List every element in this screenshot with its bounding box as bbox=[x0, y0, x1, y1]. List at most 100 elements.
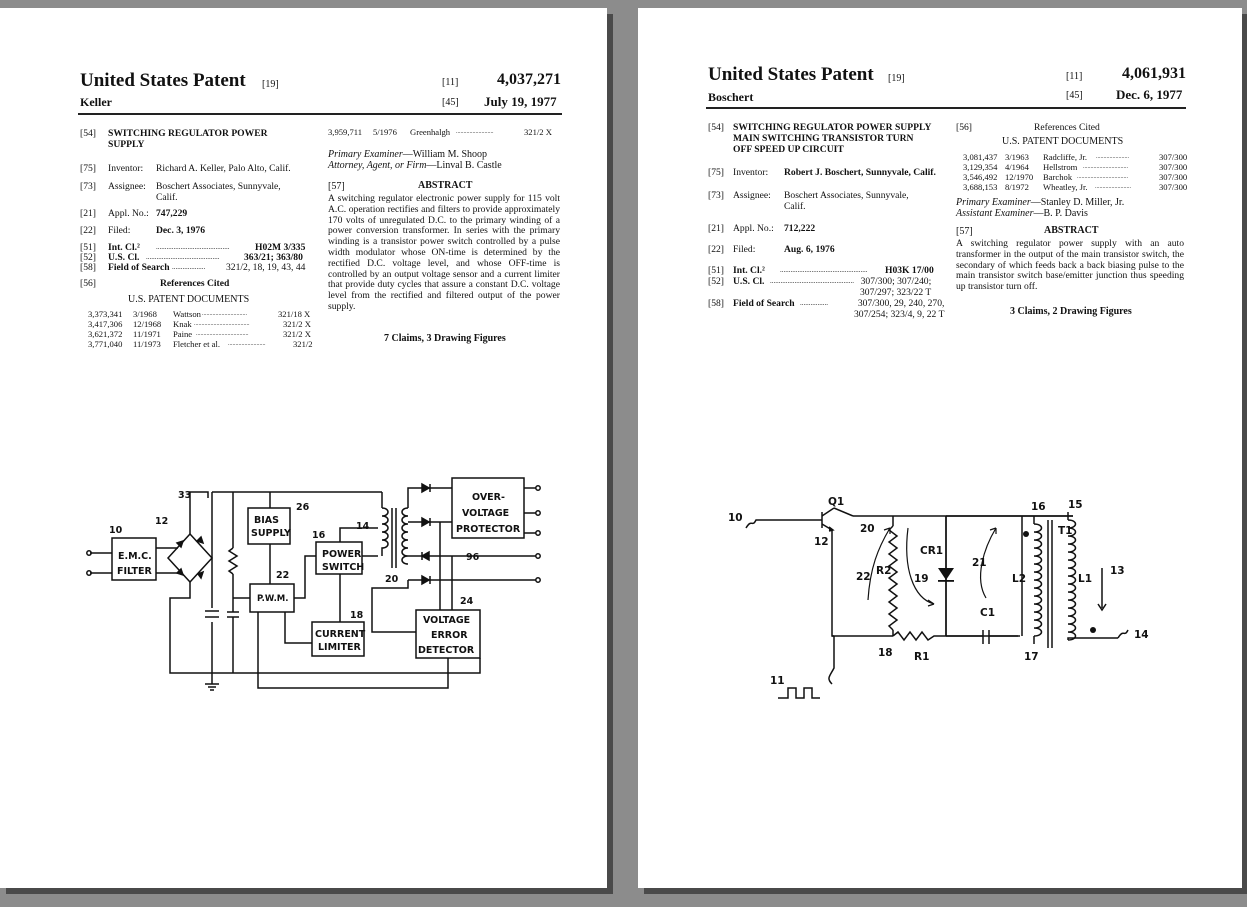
r2-label: R2 bbox=[876, 565, 891, 577]
appl-no-value: 712,222 bbox=[784, 223, 816, 234]
ref-class: 321/2 bbox=[293, 339, 313, 349]
patent-title: United States Patent bbox=[708, 64, 874, 85]
leader-dots: ...................... bbox=[1096, 154, 1129, 160]
bibliographic-fields: [54] SWITCHING REGULATOR POWER SUPPLY MA… bbox=[708, 122, 948, 262]
voltage-label: VOLTAGE bbox=[462, 508, 509, 519]
power-switch-box bbox=[315, 541, 363, 575]
field-tag: [52] bbox=[708, 276, 724, 287]
field-key: Assignee: bbox=[108, 181, 146, 192]
number-tag: [11] bbox=[1066, 71, 1083, 82]
primary-examiner: Primary Examiner—William M. Shoop bbox=[328, 149, 487, 160]
assistant-examiner: Assistant Examiner—B. P. Davis bbox=[956, 208, 1088, 219]
current-limiter-box bbox=[311, 621, 365, 657]
emc-label: FILTER bbox=[117, 566, 152, 577]
ref-date: 11/1973 bbox=[133, 339, 161, 349]
ref-number: 3,621,372 bbox=[88, 329, 123, 339]
inventor-short: Boschert bbox=[708, 90, 754, 104]
field-of-search-value: 321/2, 18, 19, 43, 44 bbox=[226, 262, 306, 273]
assignee-value: Boschert Associates, Sunnyvale, Calif. bbox=[156, 181, 281, 203]
ref-numeral: 22 bbox=[276, 570, 289, 581]
field-tag: [56] bbox=[956, 122, 972, 133]
ref-name: Fletcher et al. bbox=[173, 339, 221, 349]
ref-numeral: 16 bbox=[1031, 501, 1046, 513]
ref-name: Wheatley, Jr. bbox=[1043, 182, 1088, 192]
leader-dots: ........................................… bbox=[156, 243, 230, 251]
leader-dots: ........................................… bbox=[770, 277, 854, 285]
attorney: Attorney, Agent, or Firm—Linval B. Castl… bbox=[328, 160, 502, 171]
emc-label: E.M.C. bbox=[118, 551, 152, 562]
block-diagram: E.M.C. FILTER BIAS SUPPLY P.W.M. POWER S… bbox=[86, 477, 541, 691]
ref-number: 3,129,354 bbox=[963, 162, 998, 172]
primary-examiner-label: Primary Examiner bbox=[328, 149, 403, 160]
emc-filter-box bbox=[111, 537, 157, 581]
ref-numeral: 10 bbox=[728, 512, 743, 524]
patent-page-boschert: United States Patent [19] [11] 4,061,931… bbox=[638, 8, 1242, 888]
ref-numeral: 18 bbox=[878, 647, 893, 659]
leader-dots: .............................. bbox=[202, 311, 247, 317]
field-key: Filed: bbox=[108, 225, 131, 236]
leader-dots: ........................................… bbox=[780, 266, 868, 274]
field-key: Inventor: bbox=[733, 167, 769, 178]
abstract-tag: [57] bbox=[956, 226, 973, 237]
classification-fields: [51] Int. Cl.² .........................… bbox=[708, 265, 948, 325]
ref-numeral: 20 bbox=[385, 574, 399, 585]
references-subtitle: U.S. PATENT DOCUMENTS bbox=[1002, 136, 1124, 147]
patent-number: 4,061,931 bbox=[1122, 65, 1186, 82]
ref-numeral: 24 bbox=[460, 596, 474, 607]
header-rule bbox=[706, 107, 1186, 109]
ref-class: 321/2 X bbox=[283, 319, 311, 329]
claims-count: 3 Claims, 2 Drawing Figures bbox=[1010, 306, 1132, 317]
leader-dots: ................ bbox=[800, 299, 828, 307]
date-tag: [45] bbox=[442, 97, 459, 108]
ref-number: 3,373,341 bbox=[88, 309, 123, 319]
ref-name: Knak bbox=[173, 319, 192, 329]
field-key: Inventor: bbox=[108, 163, 144, 174]
pwm-label: P.W.M. bbox=[257, 594, 289, 604]
c1-label: C1 bbox=[980, 607, 995, 619]
int-cl-key: Int. Cl.² bbox=[733, 265, 765, 276]
claims-count: 7 Claims, 3 Drawing Figures bbox=[384, 333, 506, 344]
field-tag: [56] bbox=[80, 278, 96, 289]
over-label: OVER- bbox=[472, 492, 505, 503]
ref-numeral: 14 bbox=[356, 521, 370, 532]
ref-numeral: 12 bbox=[155, 516, 168, 527]
ref-numeral: 11 bbox=[770, 675, 785, 687]
leader-dots: ........................ bbox=[1095, 184, 1131, 190]
circuit-diagram: 10 Q1 12 20 22 R2 19 CR1 21 16 15 T1 L2 … bbox=[728, 496, 1149, 699]
ref-numeral: 10 bbox=[109, 525, 123, 536]
l2-label: L2 bbox=[1012, 573, 1026, 585]
ref-date: 11/1971 bbox=[133, 329, 161, 339]
ref-numeral: 21 bbox=[972, 557, 987, 569]
ref-class: 307/300 bbox=[1159, 162, 1188, 172]
title-tag: [19] bbox=[888, 73, 905, 84]
field-tag: [58] bbox=[80, 262, 96, 273]
protector-label: PROTECTOR bbox=[456, 524, 521, 535]
filed-value: Dec. 3, 1976 bbox=[156, 225, 206, 236]
classification-fields: [51] Int. Cl.² .........................… bbox=[80, 242, 320, 282]
polarity-dot bbox=[1090, 627, 1096, 633]
references-header: [56] References Cited U.S. PATENT DOCUME… bbox=[956, 122, 1196, 152]
primary-examiner-value: —William M. Shoop bbox=[402, 149, 488, 160]
leader-dots: ................................... bbox=[196, 331, 249, 337]
ref-number: 3,771,040 bbox=[88, 339, 123, 349]
ref-class: 307/300 bbox=[1159, 182, 1188, 192]
title-tag: [19] bbox=[262, 79, 279, 90]
leader-dots: ......................... bbox=[228, 341, 266, 347]
ref-class: 307/300 bbox=[1159, 172, 1188, 182]
patent-page-keller: United States Patent [19] [11] 4,037,271… bbox=[0, 8, 607, 888]
abstract-text: A switching regulator power supply with … bbox=[956, 238, 1184, 293]
filed-value: Aug. 6, 1976 bbox=[784, 244, 835, 255]
bibliographic-fields: [54] SWITCHING REGULATOR POWER SUPPLY [7… bbox=[80, 128, 320, 248]
ref-numeral: 19 bbox=[914, 573, 929, 585]
references-continued: 3,959,711 5/1976 Greenhalgh ............… bbox=[328, 127, 560, 140]
patent-number: 4,037,271 bbox=[497, 71, 561, 88]
field-of-search-key: Field of Search bbox=[733, 298, 795, 309]
leader-dots: ........................................… bbox=[146, 253, 220, 261]
primary-examiner: Primary Examiner—Stanley D. Miller, Jr. bbox=[956, 197, 1124, 208]
ref-numeral: 14 bbox=[1134, 629, 1149, 641]
ref-name: Hellstrom bbox=[1043, 162, 1078, 172]
int-cl-value: H02M 3/335 bbox=[255, 242, 306, 253]
primary-examiner-label: Primary Examiner bbox=[956, 197, 1031, 208]
field-tag: [54] bbox=[80, 128, 96, 139]
current-label: CURRENT bbox=[315, 629, 366, 640]
